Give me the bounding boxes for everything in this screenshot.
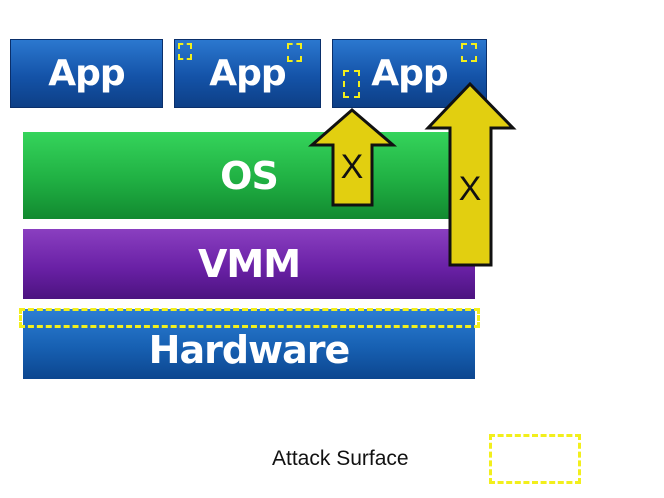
legend-label: Attack Surface bbox=[272, 447, 409, 470]
hardware-label: Hardware bbox=[148, 328, 351, 372]
hardware-attack-surface bbox=[19, 308, 480, 328]
os-layer: OS bbox=[23, 132, 475, 219]
app-label-3: App bbox=[371, 53, 448, 94]
arrow-label-os: X bbox=[341, 148, 364, 186]
blocked-arrow-os bbox=[308, 108, 398, 207]
app-label-2: App bbox=[209, 53, 286, 94]
attack-surface-marker bbox=[287, 43, 302, 62]
legend-attack-surface-swatch bbox=[489, 434, 581, 484]
app-box-1: App bbox=[10, 39, 163, 108]
vmm-label: VMM bbox=[197, 242, 301, 286]
os-label: OS bbox=[220, 153, 279, 198]
attack-surface-marker bbox=[461, 43, 477, 62]
arrow-label-vmm: X bbox=[459, 170, 482, 208]
app-box-2: App bbox=[174, 39, 321, 108]
app-label-1: App bbox=[48, 53, 125, 94]
blocked-arrow-vmm bbox=[424, 81, 517, 267]
hardware-layer: Hardware bbox=[23, 309, 475, 379]
attack-surface-marker bbox=[178, 43, 192, 60]
vmm-layer: VMM bbox=[23, 229, 475, 299]
attack-surface-marker bbox=[343, 70, 360, 98]
